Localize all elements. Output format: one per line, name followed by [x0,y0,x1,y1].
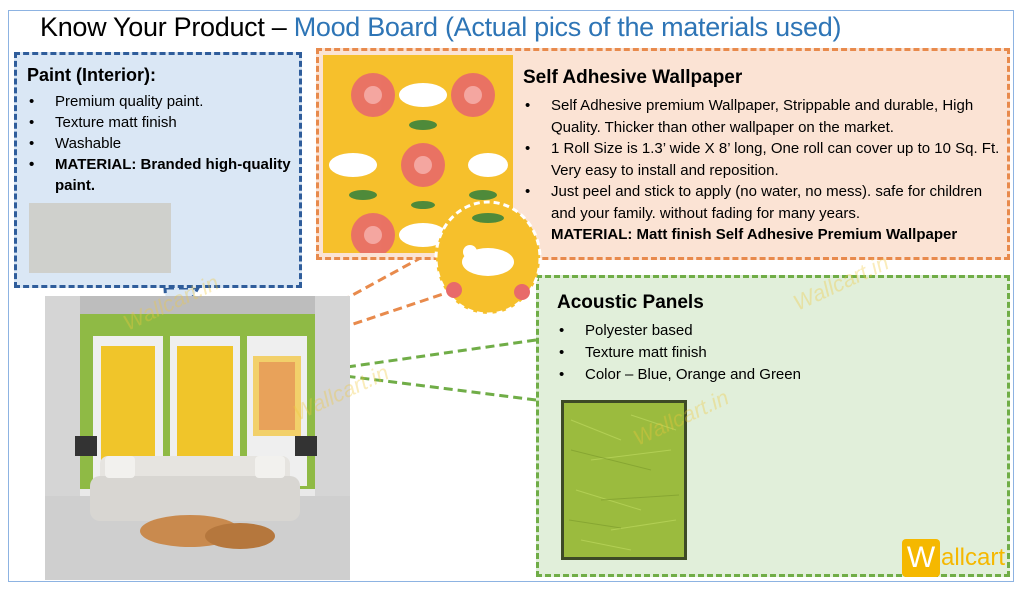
wallpaper-zoom-circle [434,200,542,316]
list-item: MATERIAL: Matt finish Self Adhesive Prem… [551,226,958,243]
wallpaper-panel: Self Adhesive Wallpaper Self Adhesive pr… [316,48,1010,260]
list-item: Texture matt finish [27,112,297,133]
list-item: Premium quality paint. [27,91,297,112]
acoustic-panel-sample-image [561,400,687,560]
wallcart-logo: W allcart [902,538,1008,578]
acoustic-panel: Acoustic Panels Polyester based Texture … [536,275,1010,577]
acoustic-heading: Acoustic Panels [557,292,704,313]
list-item: Color – Blue, Orange and Green [557,364,957,386]
room-render-image [45,296,350,580]
wallpaper-heading: Self Adhesive Wallpaper [523,67,743,88]
slide-frame [8,10,1014,582]
list-item: Just peel and stick to apply (no water, … [523,181,1003,224]
paint-swatch [29,203,171,273]
logo-text: allcart [941,544,1006,571]
list-item: Self Adhesive premium Wallpaper, Strippa… [523,95,1003,138]
page-title: Know Your Product – Mood Board (Actual p… [40,12,841,43]
wallpaper-list: Self Adhesive premium Wallpaper, Strippa… [523,95,1003,246]
list-item: Polyester based [557,320,957,342]
list-item: MATERIAL: Branded high-quality paint. [27,154,297,196]
logo-initial: W [902,539,940,577]
list-item: Texture matt finish [557,342,957,364]
acoustic-list: Polyester based Texture matt finish Colo… [557,320,957,386]
list-item: Washable [27,133,297,154]
paint-list: Premium quality paint. Texture matt fini… [27,91,297,196]
list-item: 1 Roll Size is 1.3’ wide X 8’ long, One … [523,138,1003,181]
paint-heading: Paint (Interior): [27,65,156,85]
title-prefix: Know Your Product – [40,12,294,42]
title-highlight: Mood Board (Actual pics of the materials… [293,12,842,42]
paint-panel: Paint (Interior): Premium quality paint.… [14,52,302,288]
